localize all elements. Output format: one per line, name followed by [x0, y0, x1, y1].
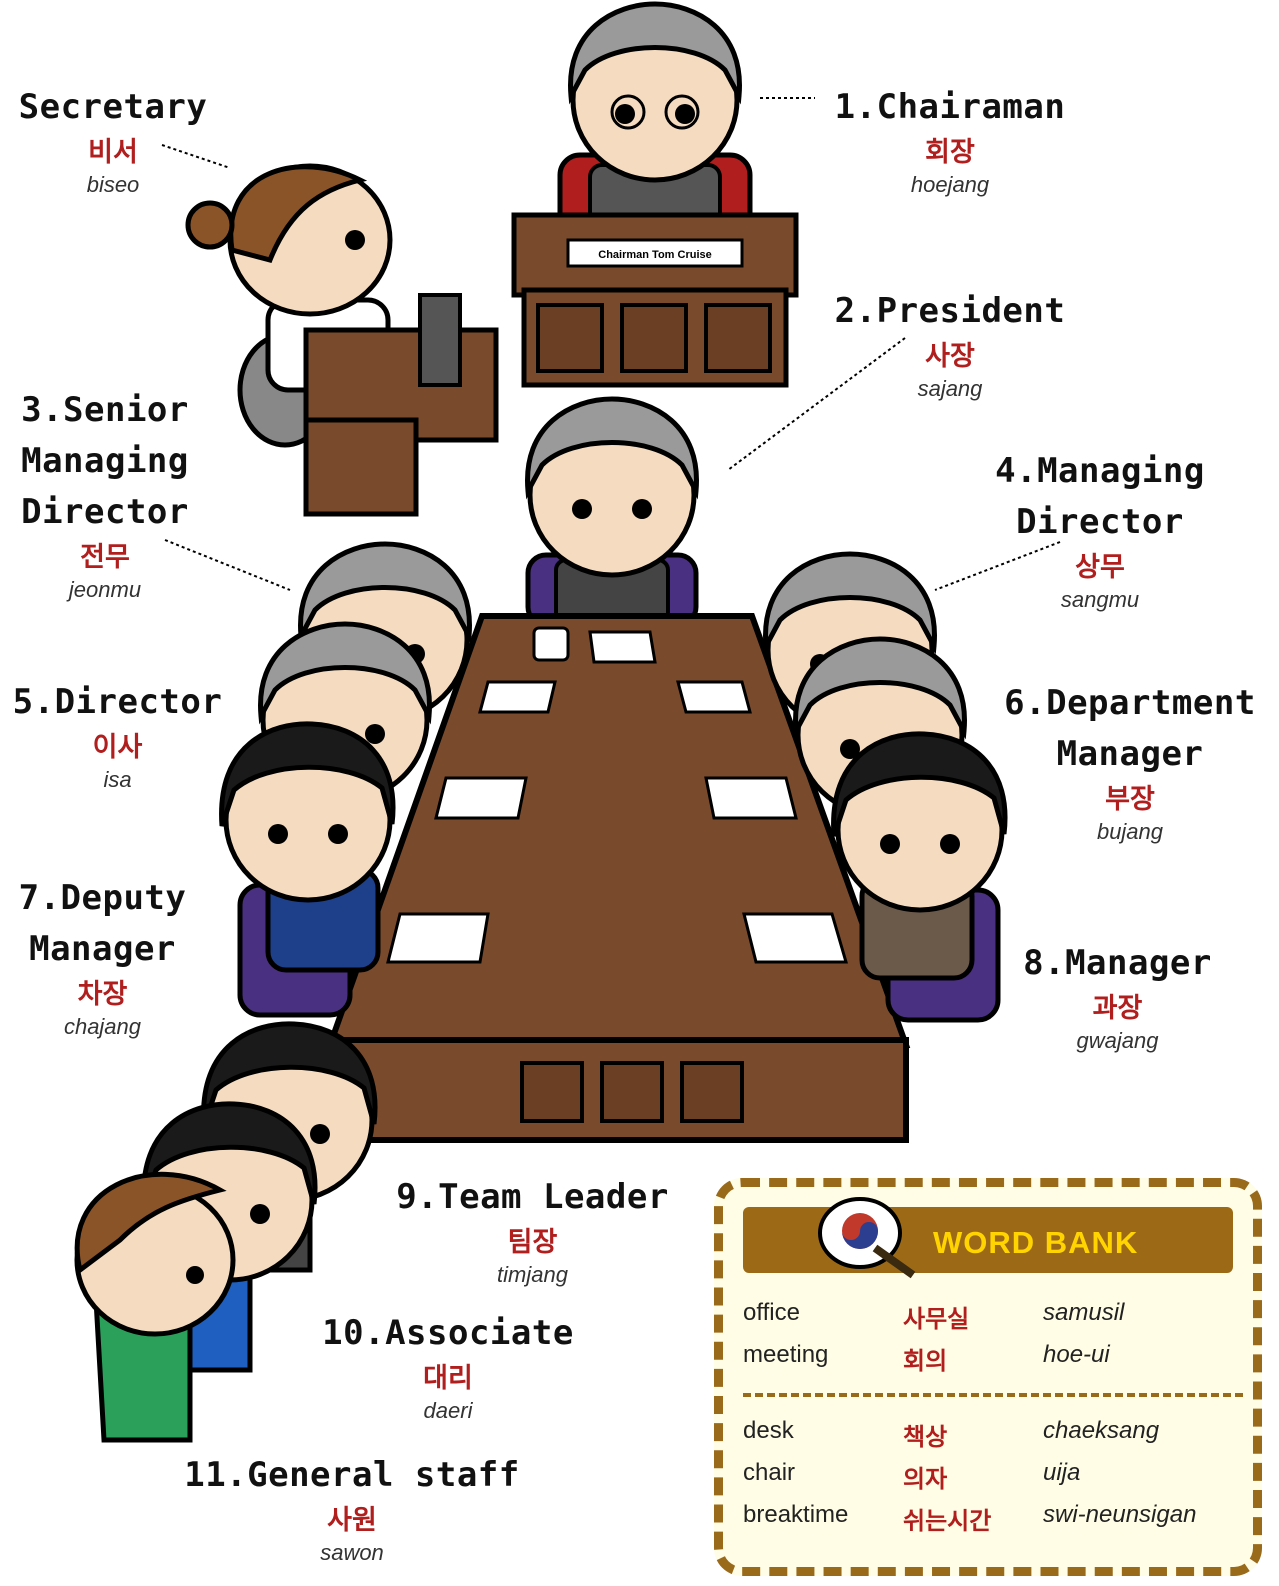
word-romanization: samusil	[1043, 1299, 1125, 1326]
leader-lines	[161, 97, 1061, 591]
team-leader-romanization: timjang	[497, 1262, 568, 1287]
managing-director-korean: 상무	[1075, 552, 1125, 583]
word-romanization: uija	[1043, 1459, 1081, 1486]
label-secretary: Secretary 비서 biseo	[8, 82, 218, 196]
deputy-manager-romanization: chajang	[63, 1014, 142, 1039]
director-english: 5.Director	[12, 682, 223, 722]
word-bank-divider	[743, 1393, 1243, 1397]
label-director: 5.Director 이사 isa	[0, 677, 235, 791]
word-english: meeting	[743, 1341, 829, 1368]
secretary-korean: 비서	[88, 137, 138, 168]
right-seated-people	[766, 554, 1006, 1023]
department-manager-english: 6.Department Manager	[1004, 683, 1256, 774]
associate-romanization: daeri	[423, 1398, 473, 1423]
word-bank-row: meeting 회의 hoe-ui	[743, 1341, 1243, 1381]
chairman-korean: 회장	[925, 137, 975, 168]
word-romanization: chaeksang	[1043, 1417, 1160, 1444]
word-korean: 회의	[903, 1347, 948, 1375]
general-staff-korean: 사원	[327, 1505, 377, 1536]
team-leader-korean: 팀장	[507, 1227, 558, 1258]
word-bank-title: WORD BANK	[933, 1225, 1139, 1260]
word-bank-row: breaktime 쉬는시간 swi-neunsigan	[743, 1501, 1243, 1541]
team-leader-english: 9.Team Leader	[396, 1177, 669, 1217]
word-romanization: swi-neunsigan	[1043, 1501, 1197, 1528]
label-senior-managing-director: 3.Senior Managing Director 전무 jeonmu	[0, 385, 210, 601]
word-bank-row: office 사무실 samusil	[743, 1299, 1243, 1339]
manager-korean: 과장	[1092, 993, 1143, 1024]
secretary-romanization: biseo	[86, 172, 140, 197]
word-english: desk	[743, 1417, 794, 1444]
label-team-leader: 9.Team Leader 팀장 timjang	[380, 1172, 685, 1286]
president-figure	[528, 399, 697, 628]
managing-director-romanization: sangmu	[1060, 587, 1140, 612]
label-president: 2.President 사장 sajang	[822, 286, 1078, 400]
word-romanization: hoe-ui	[1043, 1341, 1110, 1368]
label-associate: 10.Associate 대리 daeri	[306, 1308, 590, 1422]
meeting-table	[325, 613, 911, 1143]
president-korean: 사장	[925, 341, 975, 372]
senior-managing-director-romanization: jeonmu	[68, 577, 142, 602]
word-korean: 의자	[903, 1465, 948, 1493]
word-bank: WORD BANK office 사무실 samusil meeting 회의 …	[714, 1178, 1262, 1576]
word-english: breaktime	[743, 1501, 849, 1528]
director-korean: 이사	[92, 732, 143, 763]
label-chairman: 1.Chairaman 회장 hoejang	[820, 82, 1080, 196]
deputy-manager-korean: 차장	[77, 979, 128, 1010]
secretary-english: Secretary	[18, 87, 208, 127]
senior-managing-director-korean: 전무	[80, 542, 130, 573]
president-romanization: sajang	[917, 376, 983, 401]
word-korean: 책상	[903, 1423, 948, 1451]
label-deputy-manager: 7.Deputy Manager 차장 chajang	[0, 873, 205, 1038]
department-manager-korean: 부장	[1105, 784, 1155, 815]
director-romanization: isa	[103, 767, 132, 792]
manager-english: 8.Manager	[1023, 943, 1212, 983]
general-staff-romanization: sawon	[320, 1540, 384, 1565]
word-bank-header: WORD BANK	[743, 1197, 1233, 1279]
word-korean: 사무실	[903, 1305, 970, 1333]
label-general-staff: 11.General staff 사원 sawon	[168, 1450, 536, 1564]
manager-romanization: gwajang	[1076, 1028, 1159, 1053]
managing-director-english: 4.Managing Director	[995, 451, 1205, 542]
word-bank-row: chair 의자 uija	[743, 1459, 1243, 1499]
department-manager-romanization: bujang	[1096, 819, 1164, 844]
associate-english: 10.Associate	[322, 1313, 574, 1353]
deputy-manager-english: 7.Deputy Manager	[18, 878, 187, 969]
associate-korean: 대리	[423, 1363, 473, 1394]
chairman-english: 1.Chairaman	[834, 87, 1066, 127]
korean-fan-icon	[818, 1197, 916, 1279]
word-english: chair	[743, 1459, 796, 1486]
chairman-desk	[511, 212, 799, 388]
general-staff-english: 11.General staff	[184, 1455, 520, 1495]
label-managing-director: 4.Managing Director 상무 sangmu	[975, 446, 1225, 611]
chairman-nameplate: Chairman Tom Cruise	[598, 249, 712, 261]
standing-staff	[74, 1024, 375, 1443]
word-english: office	[743, 1299, 800, 1326]
chairman-figure	[557, 4, 753, 238]
president-english: 2.President	[834, 291, 1066, 331]
left-seated-people	[222, 544, 470, 1018]
secretary-figure	[185, 163, 499, 517]
senior-managing-director-english: 3.Senior Managing Director	[21, 390, 189, 532]
word-korean: 쉬는시간	[903, 1507, 992, 1535]
label-department-manager: 6.Department Manager 부장 bujang	[984, 678, 1276, 843]
chairman-romanization: hoejang	[910, 172, 990, 197]
word-bank-row: desk 책상 chaeksang	[743, 1417, 1243, 1457]
label-manager: 8.Manager 과장 gwajang	[1005, 938, 1230, 1052]
